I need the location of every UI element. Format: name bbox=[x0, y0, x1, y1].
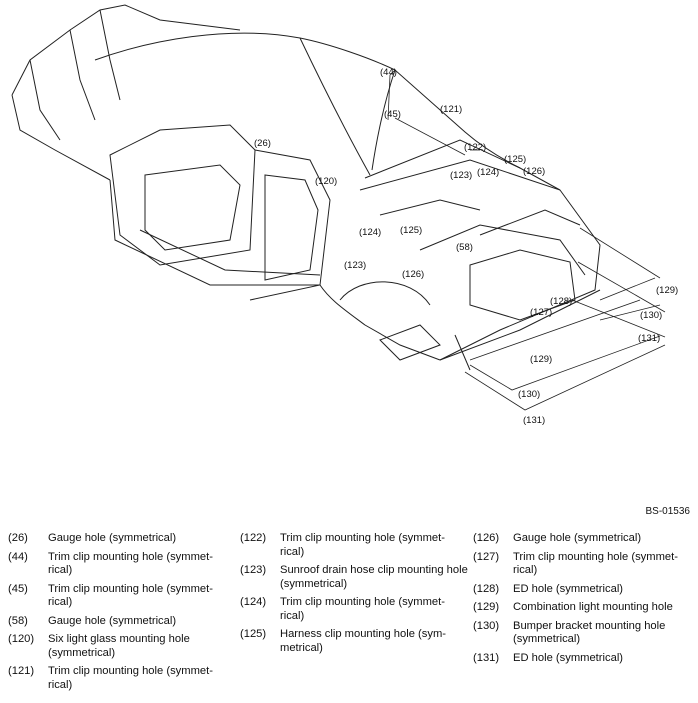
callout-126-a: (126) bbox=[523, 166, 545, 177]
callout-26: (26) bbox=[254, 138, 271, 149]
legend-number: (124) bbox=[240, 596, 267, 608]
legend-number: (123) bbox=[240, 564, 267, 576]
callout-131-b: (131) bbox=[523, 415, 545, 426]
legend-item: (124) Trim clip mounting hole (symmet-ric… bbox=[240, 596, 468, 623]
legend-text: Trim clip mounting hole (symmet-rical) bbox=[513, 550, 678, 577]
callout-129-b: (129) bbox=[530, 354, 552, 365]
legend-text: Gauge hole (symmetrical) bbox=[48, 614, 177, 627]
legend-text: Trim clip mounting hole (symmet-rical) bbox=[48, 582, 213, 609]
legend-text: Combination light mounting hole bbox=[513, 601, 673, 613]
callout-127: (127) bbox=[530, 307, 552, 318]
legend-text: Trim clip mounting hole (symmet-rical) bbox=[48, 665, 213, 691]
car-body-diagram: (26) (44) (45) (58) (120) (121) (122) (1… bbox=[11, 4, 678, 426]
legend-item: (44) Trim clip mounting hole (symmet-rica… bbox=[8, 551, 233, 578]
callout-120: (120) bbox=[315, 176, 337, 187]
legend-number: (128) bbox=[473, 582, 500, 595]
car-body-outline bbox=[11, 4, 601, 371]
legend-text: Six light glass mounting hole (symmetric… bbox=[48, 633, 190, 659]
legend-number: (58) bbox=[8, 614, 28, 627]
callout-45: (45) bbox=[384, 109, 401, 120]
legend-text: Trim clip mounting hole (symmet-rical) bbox=[280, 596, 445, 622]
legend-item: (129) Combination light mounting hole bbox=[473, 601, 698, 615]
callout-131-a: (131) bbox=[638, 333, 660, 344]
legend-item: (131) ED hole (symmetrical) bbox=[473, 652, 698, 666]
callout-123-b: (123) bbox=[344, 260, 366, 271]
legend-item: (127) Trim clip mounting hole (symmet-ric… bbox=[473, 551, 698, 578]
legend-item: (120) Six light glass mounting hole (symm… bbox=[8, 633, 233, 660]
legend-item: (123) Sunroof drain hose clip mounting ho… bbox=[240, 564, 468, 591]
callout-128: (128) bbox=[550, 296, 572, 307]
legend-text: Trim clip mounting hole (symmet-rical) bbox=[48, 550, 213, 577]
legend-text: Sunroof drain hose clip mounting hole (s… bbox=[280, 564, 468, 590]
legend-item: (58) Gauge hole (symmetrical) bbox=[8, 615, 233, 629]
callout-121: (121) bbox=[440, 104, 462, 115]
legend-number: (121) bbox=[8, 665, 35, 677]
legend-number: (130) bbox=[473, 619, 500, 632]
legend-number: (44) bbox=[8, 550, 28, 563]
legend-text: ED hole (symmetrical) bbox=[513, 651, 624, 664]
legend-item: (125) Harness clip mounting hole (sym-met… bbox=[240, 628, 468, 655]
legend-text: Trim clip mounting hole (symmet-rical) bbox=[280, 532, 445, 558]
callout-126-b: (126) bbox=[402, 269, 424, 280]
legend-text: Gauge hole (symmetrical) bbox=[48, 532, 177, 544]
legend-column-1: (26) Gauge hole (symmetrical) (44) Trim cl… bbox=[8, 532, 233, 697]
legend-item: (130) Bumper bracket mounting hole (symme… bbox=[473, 620, 698, 647]
legend-item: (126) Gauge hole (symmetrical) bbox=[473, 532, 698, 546]
callout-125-b: (125) bbox=[400, 225, 422, 236]
legend-number: (125) bbox=[240, 628, 267, 640]
legend-column-2: (122) Trim clip mounting hole (symmet-ric… bbox=[240, 532, 468, 660]
callout-124-b: (124) bbox=[359, 227, 381, 238]
callout-labels: (26) (44) (45) (58) (120) (121) (122) (1… bbox=[254, 67, 678, 426]
legend-item: (122) Trim clip mounting hole (symmet-ric… bbox=[240, 532, 468, 559]
legend-text: Bumper bracket mounting hole (symmetrica… bbox=[513, 619, 666, 646]
legend-number: (129) bbox=[473, 601, 500, 613]
callout-123-a: (123) bbox=[450, 170, 472, 181]
callout-125-a: (125) bbox=[504, 154, 526, 165]
legend-number: (120) bbox=[8, 633, 35, 645]
legend-number: (127) bbox=[473, 550, 500, 563]
callout-122: (122) bbox=[464, 142, 486, 153]
legend-number: (131) bbox=[473, 651, 500, 664]
legend-item: (121) Trim clip mounting hole (symmet-ric… bbox=[8, 665, 233, 692]
legend-number: (45) bbox=[8, 582, 28, 595]
legend-item: (26) Gauge hole (symmetrical) bbox=[8, 532, 233, 546]
callout-44: (44) bbox=[380, 67, 397, 78]
callout-58: (58) bbox=[456, 242, 473, 253]
legend-number: (122) bbox=[240, 532, 267, 544]
legend-text: Gauge hole (symmetrical) bbox=[513, 532, 642, 544]
callout-130-a: (130) bbox=[640, 310, 662, 321]
legend-number: (126) bbox=[473, 532, 500, 544]
legend-text: ED hole (symmetrical) bbox=[513, 582, 624, 595]
legend-item: (45) Trim clip mounting hole (symmet-rica… bbox=[8, 583, 233, 610]
figure-code: BS-01536 bbox=[645, 506, 690, 517]
legend-number: (26) bbox=[8, 532, 28, 544]
callout-124-a: (124) bbox=[477, 167, 499, 178]
legend-column-3: (126) Gauge hole (symmetrical) (127) Trim … bbox=[473, 532, 698, 670]
legend-item: (128) ED hole (symmetrical) bbox=[473, 583, 698, 597]
callout-130-b: (130) bbox=[518, 389, 540, 400]
callout-129-a: (129) bbox=[656, 285, 678, 296]
dimension-lines bbox=[387, 69, 666, 411]
legend-text: Harness clip mounting hole (sym-metrical… bbox=[280, 628, 447, 654]
